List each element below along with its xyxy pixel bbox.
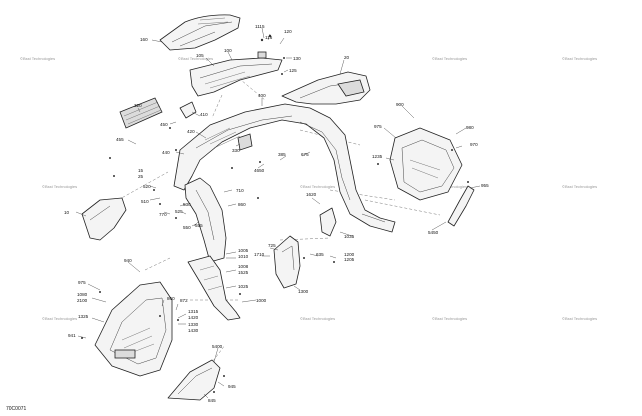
callout: 845 [208,398,216,403]
callout: 1025 [238,284,249,289]
callout: 710 [236,188,244,193]
part-bracket-right [319,207,337,237]
callout: 330 [232,148,240,153]
callout: 1430 [188,328,199,333]
watermark: ©Bsst Technologies [300,184,335,189]
callout: 400 [258,93,266,98]
callout: 440 [162,150,170,155]
callout: 860 [167,296,175,301]
part-bracket-small [179,101,197,119]
watermark: ©Bsst Technologies [432,56,467,61]
callout: 510 [141,199,149,204]
callout: 10 [64,210,70,215]
part-center-panel [273,235,301,289]
watermark: ©Bsst Technologies [42,316,77,321]
callout: 1420 [188,315,199,320]
callout: 15 [138,168,144,173]
callout: 4650 [254,168,265,173]
part-top-cover [159,14,241,51]
callout: 1300 [298,289,309,294]
callout: 900 [396,102,404,107]
callout: 945 [228,384,236,389]
callout: 5400 [212,344,223,349]
leader-lines [75,27,481,399]
part-grille [119,97,163,129]
callout: 550 [183,225,191,230]
part-lower-bracket [187,255,241,321]
part-lower-door [94,281,173,377]
callout: 410 [200,112,208,117]
watermark: ©Bsst Technologies [562,316,597,321]
watermark: ©Bsst Technologies [42,184,77,189]
part-upper-cowl [281,71,371,105]
callout: 1035 [344,234,355,239]
callout: 1200 [344,252,355,257]
callout: 130 [293,56,301,61]
callout: 941 [68,333,76,338]
callout: 320 [134,103,142,108]
callout: 100 [224,48,232,53]
callout: 25 [138,174,144,179]
callout: 105 [196,53,204,58]
callout: 530 [183,202,191,207]
callout: 1205 [344,257,355,262]
callout: 385 [278,152,286,157]
callout: 1115 [255,24,265,29]
callout: 2100 [77,298,88,303]
callout: 1315 [188,309,199,314]
callout: 5450 [428,230,439,235]
callout: 455 [116,137,124,142]
callout: 520 [143,184,151,189]
callout: 940 [124,258,132,263]
part-kick-panel [167,359,221,401]
callout: 955 [481,183,489,188]
callout: 160 [140,37,148,42]
callout: 770 [159,212,167,217]
callout: 125 [289,68,297,73]
part-storage-bin [389,127,463,201]
callout: 1235 [372,154,383,159]
callout: 1620 [306,192,317,197]
callout: 450 [160,122,168,127]
callout: 725 [268,243,276,248]
part-steering-column-cover [184,177,227,263]
callout: 1005 [238,248,249,253]
callout: 120 [284,29,292,34]
callout: 420 [187,129,195,134]
callout: 1325 [78,314,89,319]
callout: 635 [316,252,324,257]
part-tube [447,185,475,227]
callout: 116 [265,35,273,40]
watermark: ©Bsst Technologies [562,56,597,61]
callout: 1330 [188,322,199,327]
callout: 860 [238,202,246,207]
watermark: ©Bsst Technologies [300,316,335,321]
callout: 975 [78,280,86,285]
callout: 1080 [77,292,88,297]
callout: 980 [466,125,474,130]
fasteners [81,34,469,393]
callout: 1000 [256,298,267,303]
callout: 525 [175,209,183,214]
callout: 1010 [238,254,249,259]
part-gauge-support [189,51,283,97]
callouts: 160 1115 116 120 105 100 130 125 20 320 … [64,24,489,403]
callout: 1525 [238,270,249,275]
watermark: ©Bsst Technologies [432,316,467,321]
callout: 675 [301,152,309,157]
callout: 555 [195,223,203,228]
diagram-code: 70C0071 [6,406,27,412]
watermark: ©Bsst Technologies [178,56,213,61]
callout: 20 [344,55,350,60]
watermark: ©Bsst Technologies [20,56,55,61]
part-dashboard-frame [173,103,396,233]
callout: 975 [374,124,382,129]
watermark: ©Bsst Technologies [562,184,597,189]
callout: 970 [470,142,478,147]
callout: 1008 [238,264,249,269]
callout: 1710 [254,252,265,257]
part-left-panel [81,197,127,241]
callout: 872 [180,298,188,303]
